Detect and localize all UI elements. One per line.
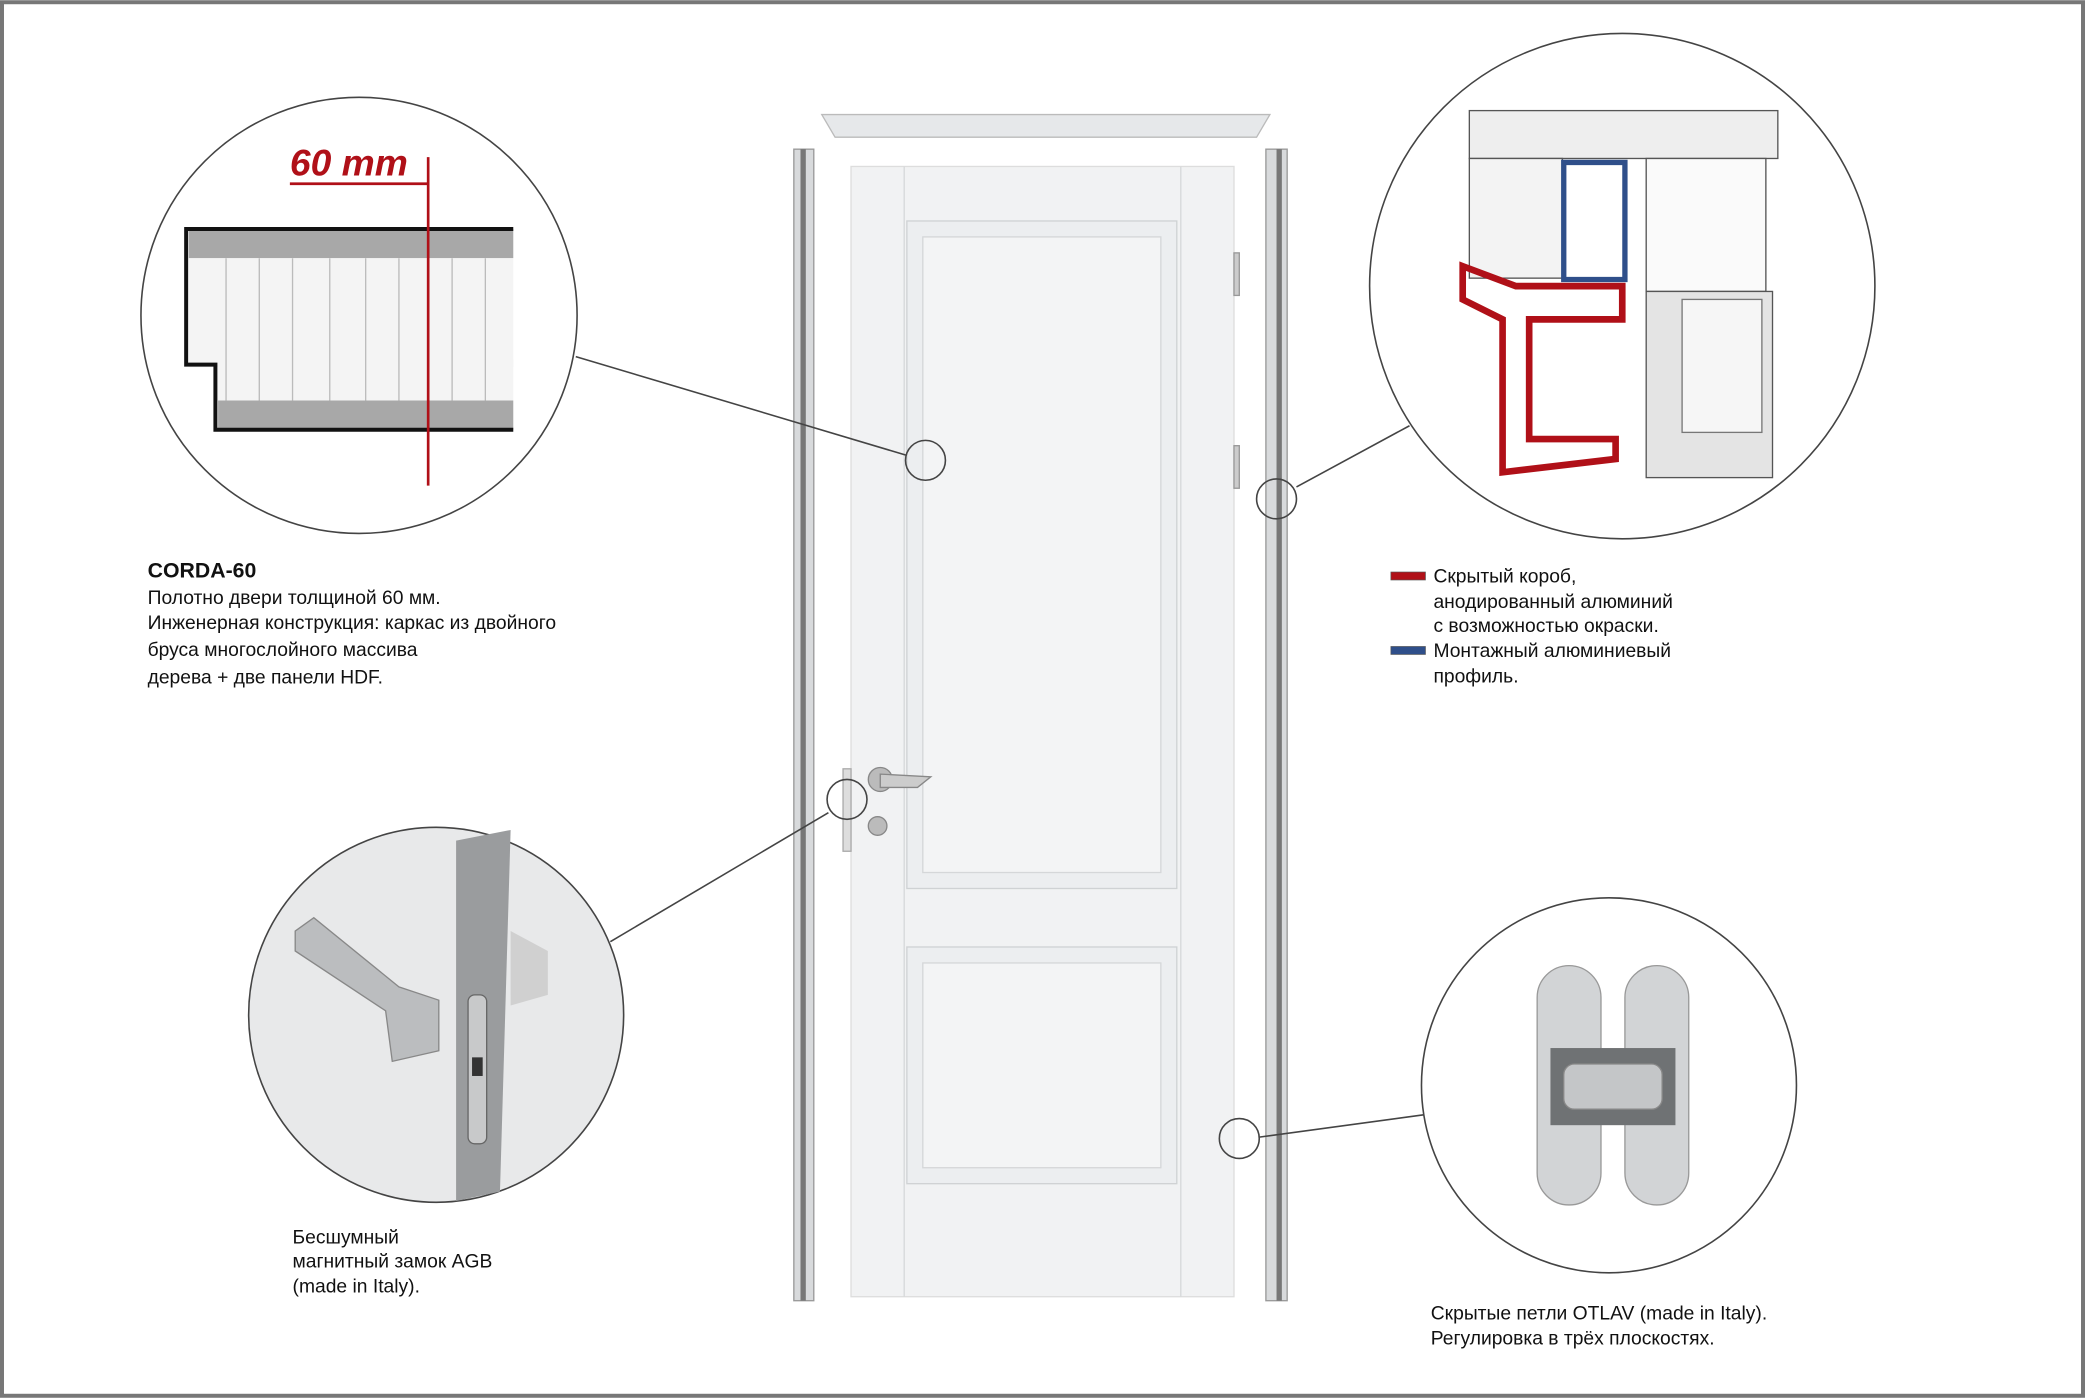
dimension-label: 60 mm [290,142,408,184]
legend-text: Скрытый короб, [1433,567,1576,588]
description-line: Полотно двери толщиной 60 мм. [148,588,441,609]
hinge-mark [1233,252,1240,297]
legend-text: профиль. [1433,666,1518,687]
corda-description: CORDA-60 Полотно двери толщиной 60 мм. И… [148,558,556,688]
legend-text: с возможностью окраски. [1433,616,1658,637]
lock-text: магнитный замок AGB [293,1251,493,1272]
mounting-profile [1561,159,1628,283]
keyhole [867,816,888,836]
frame-right [1265,148,1288,1302]
hinge-mark [1233,445,1240,489]
hidden-frame-profile [1459,261,1626,477]
callout-lines [575,355,1426,1160]
hinge-text: Скрытые петли OTLAV (made in Italy). [1431,1303,1767,1324]
lock-text: Бесшумный [293,1228,399,1249]
lever-handle [294,916,440,1063]
callout-door-section: 60 mm [140,96,578,535]
lock-description: Бесшумный магнитный замок AGB (made in I… [293,1228,493,1298]
hinge-text: Регулировка в трёх плоскостях. [1431,1329,1715,1350]
lock-text: (made in Italy). [293,1277,420,1298]
legend-swatch-blue [1390,646,1426,655]
product-title: CORDA-60 [148,558,257,582]
hinge-description: Скрытые петли OTLAV (made in Italy). Рег… [1431,1303,1767,1349]
legend-text: анодированный алюминий [1433,592,1672,613]
profile-legend: Скрытый короб, анодированный алюминий с … [1390,567,1673,687]
door-illustration [793,113,1288,1302]
description-line: дерева + две панели HDF. [148,668,383,689]
door-cornice [820,113,1272,138]
callout-magnetic-lock [247,826,625,1204]
callout-hidden-hinge [1420,896,1798,1274]
door-handle [879,773,933,789]
description-line: бруса многослойного массива [148,640,418,661]
legend-text: Монтажный алюминиевый [1433,641,1671,662]
callout-frame-profile [1368,32,1876,540]
description-line: Инженерная конструкция: каркас из двойно… [148,613,556,634]
legend-swatch-red [1390,571,1426,581]
